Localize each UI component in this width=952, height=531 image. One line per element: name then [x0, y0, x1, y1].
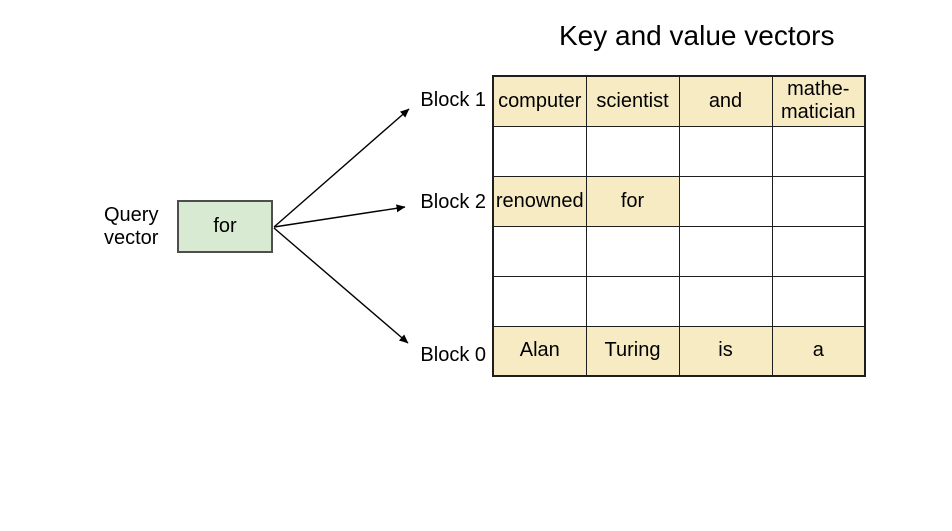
table-row: computer scientist and mathe- matician — [492, 75, 866, 127]
table-cell — [771, 175, 866, 227]
diagram-title: Key and value vectors — [559, 20, 835, 51]
query-vector-label-line2: vector — [104, 227, 159, 249]
table-cell — [771, 125, 866, 177]
query-vector-label-line1: Query — [104, 204, 159, 226]
table-cell — [585, 225, 680, 277]
table-row — [492, 225, 866, 277]
block-1-label: Block 1 — [420, 89, 486, 111]
table-cell: for — [585, 175, 680, 227]
table-cell: Alan — [492, 325, 587, 377]
query-vector-box-text: for — [213, 215, 237, 237]
table-row: renowned for — [492, 175, 866, 227]
table-cell — [492, 125, 587, 177]
block-0-label: Block 0 — [420, 344, 486, 366]
table-cell — [678, 175, 773, 227]
block-2-label: Block 2 — [420, 191, 486, 213]
table-cell — [771, 275, 866, 327]
table-cell: computer — [492, 75, 587, 127]
table-cell — [771, 225, 866, 277]
table-cell — [678, 225, 773, 277]
table-cell — [585, 125, 680, 177]
table-cell — [678, 125, 773, 177]
arrow-to-block-2 — [273, 204, 406, 228]
table-cell: a — [771, 325, 866, 377]
table-cell: is — [678, 325, 773, 377]
table-cell — [678, 275, 773, 327]
table-row: Alan Turing is a — [492, 325, 866, 377]
query-vector-box: for — [177, 200, 273, 253]
arrow-to-block-0 — [273, 227, 409, 344]
table-cell: mathe- matician — [771, 75, 866, 127]
table-cell: scientist — [585, 75, 680, 127]
table-cell: and — [678, 75, 773, 127]
table-row — [492, 275, 866, 327]
table-cell — [492, 225, 587, 277]
query-vector-label: Query vector — [104, 204, 158, 250]
table-cell: renowned — [492, 175, 587, 227]
table-cell — [585, 275, 680, 327]
table-cell: Turing — [585, 325, 680, 377]
table-row — [492, 125, 866, 177]
arrow-to-block-1 — [273, 108, 410, 228]
key-value-table: computer scientist and mathe- matician r… — [492, 75, 866, 377]
table-cell — [492, 275, 587, 327]
